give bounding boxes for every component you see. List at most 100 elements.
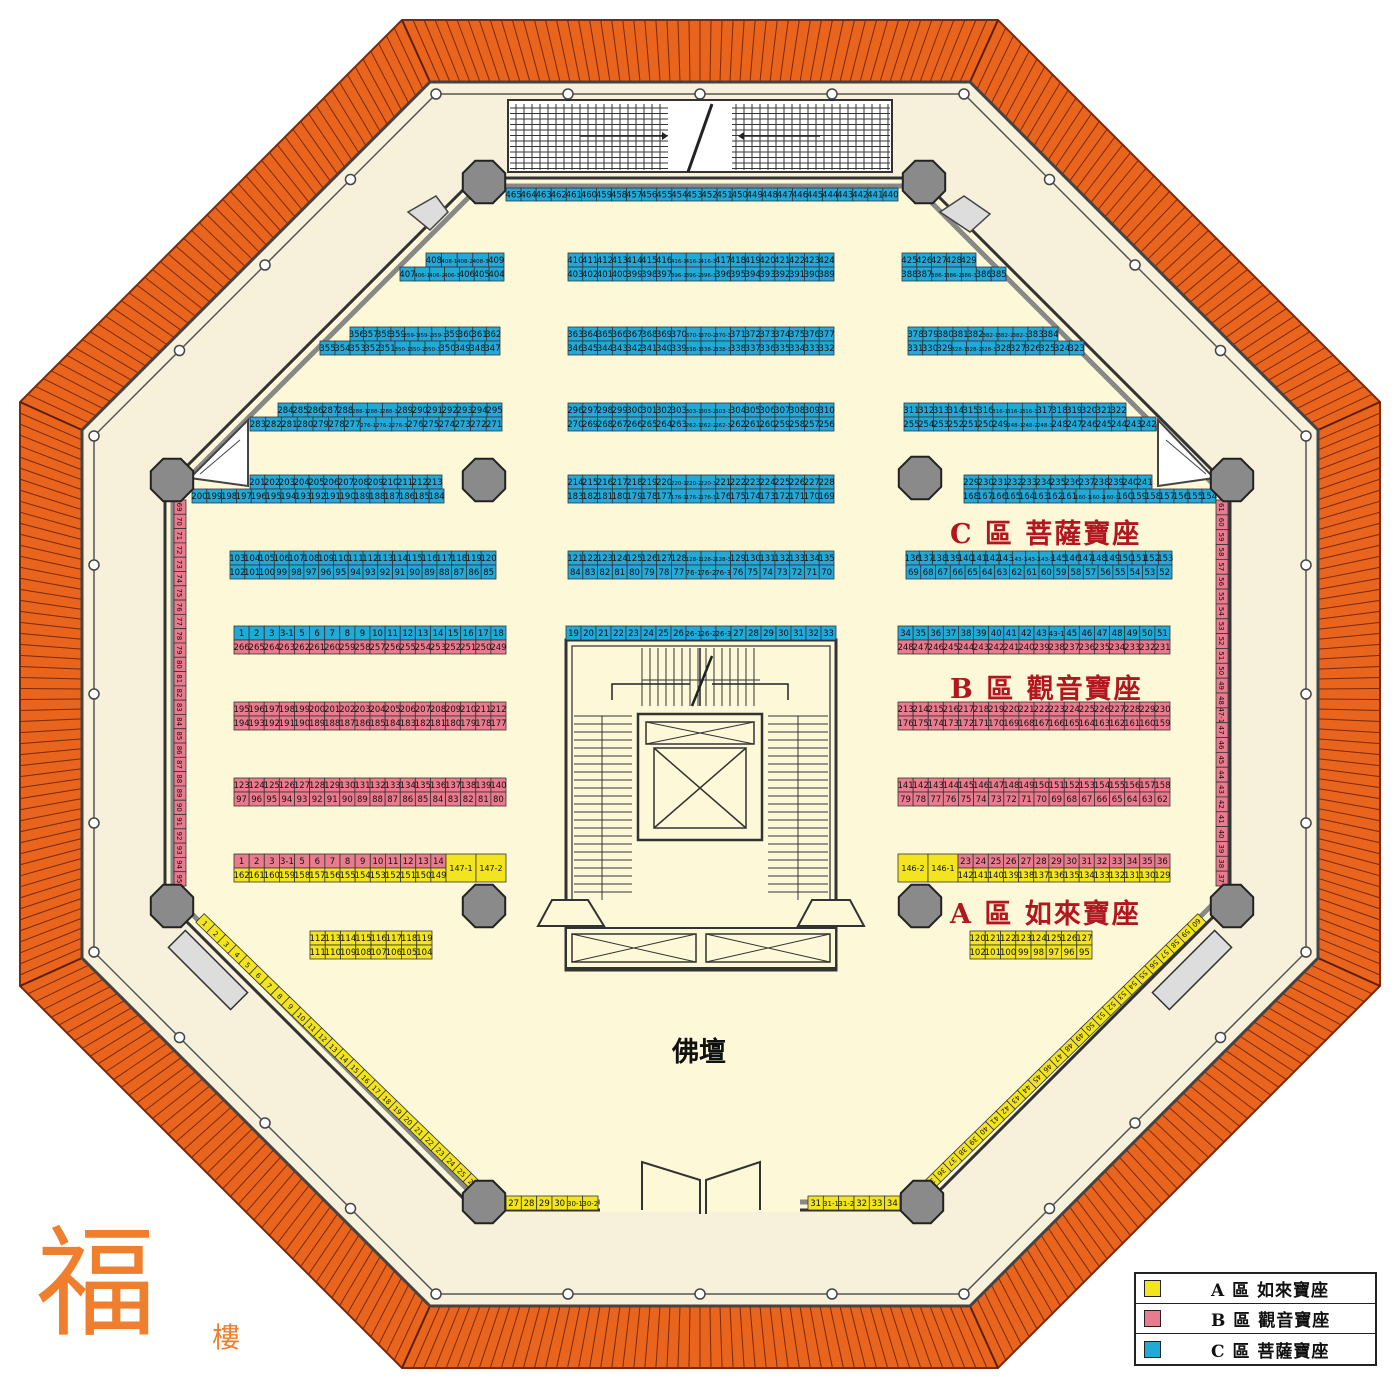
seat[interactable] bbox=[882, 187, 899, 202]
seat-label: 82 bbox=[463, 795, 474, 805]
seat-label: 25 bbox=[658, 629, 669, 639]
seat-label: 402 bbox=[582, 270, 598, 280]
seat[interactable] bbox=[990, 266, 1007, 282]
seat-label: 75 bbox=[175, 588, 183, 597]
seat-label: 422 bbox=[789, 256, 805, 266]
seat-label: 265 bbox=[641, 420, 657, 430]
seat-label: 129 bbox=[324, 781, 340, 791]
seat-label: 176-1 bbox=[671, 495, 687, 501]
seat-label: 252 bbox=[948, 420, 964, 430]
seat-label: 146 bbox=[973, 781, 989, 791]
seat-label: 37 bbox=[1217, 874, 1225, 883]
seat-label: 201 bbox=[324, 705, 340, 715]
north-stairs bbox=[507, 99, 893, 173]
seat[interactable] bbox=[818, 416, 835, 432]
seat-label: 161 bbox=[1124, 719, 1140, 729]
seat-label: 125 bbox=[1046, 934, 1062, 944]
seat-label: 461 bbox=[566, 191, 582, 201]
seat-label: 424 bbox=[818, 256, 834, 266]
seat-label: 68 bbox=[923, 568, 934, 578]
seat-label: 76-1 bbox=[686, 569, 702, 577]
legend-label-c: C 區 菩薩寶座 bbox=[1211, 1341, 1330, 1362]
seat-label: 377 bbox=[818, 330, 834, 340]
seat-label: 23 bbox=[960, 857, 971, 867]
seat-label: 406-2 bbox=[429, 273, 445, 279]
seat[interactable] bbox=[1068, 340, 1085, 356]
seat-label: 386-3 bbox=[961, 273, 977, 279]
seat-label: 165 bbox=[1064, 719, 1080, 729]
seat-label: 30-1 bbox=[567, 1200, 583, 1208]
seat[interactable] bbox=[488, 266, 505, 282]
seat-label: 184 bbox=[385, 719, 401, 729]
seat-label: 120 bbox=[970, 934, 986, 944]
seat-label: 35 bbox=[1142, 857, 1153, 867]
seat-label: 196 bbox=[251, 492, 267, 502]
seat-label: 364 bbox=[582, 330, 598, 340]
seat[interactable] bbox=[484, 340, 501, 356]
seat-label: 214 bbox=[913, 705, 929, 715]
seat-label: 70 bbox=[175, 517, 183, 526]
seat-label: 208 bbox=[353, 478, 369, 488]
seat-label: 169 bbox=[1003, 719, 1019, 729]
seat-label: 362 bbox=[485, 330, 501, 340]
seat-label: 250 bbox=[475, 643, 491, 653]
seat-label: 15 bbox=[448, 629, 459, 639]
seat-label: 72 bbox=[1006, 795, 1017, 805]
seat-block-c: 356357358359359-1359-2359-33593603613623… bbox=[319, 326, 501, 356]
seat-label: 47 bbox=[1217, 726, 1225, 735]
seat-label: 192 bbox=[264, 719, 280, 729]
seat-label: 89 bbox=[424, 568, 435, 578]
seat-block-c: 410411412413414415416416-1416-2416-34174… bbox=[567, 252, 835, 282]
seat-label: 3-1 bbox=[280, 629, 294, 639]
seat-label: 379 bbox=[922, 330, 938, 340]
seat-label: 145 bbox=[958, 781, 974, 791]
seat-label: 2 bbox=[254, 629, 259, 639]
seat-label: 85 bbox=[483, 568, 494, 578]
seat-label: 138 bbox=[460, 781, 476, 791]
seat-label: 258 bbox=[354, 643, 370, 653]
seat-label: 368 bbox=[641, 330, 657, 340]
seat-label: 76-2 bbox=[700, 569, 716, 577]
seat-label: 135 bbox=[1063, 871, 1079, 881]
seat[interactable] bbox=[1140, 416, 1157, 432]
seat-label: 154 bbox=[355, 871, 371, 881]
seat-label: 293 bbox=[457, 406, 473, 416]
seat-label: 363 bbox=[567, 330, 583, 340]
seat-label: 78 bbox=[175, 631, 183, 640]
seat-label: 345 bbox=[582, 344, 598, 354]
seat-label: 427 bbox=[931, 256, 947, 266]
seat-label: 77 bbox=[673, 568, 684, 578]
seat-label: 251 bbox=[963, 420, 979, 430]
seat-label: 63 bbox=[997, 568, 1008, 578]
seat-label: 290 bbox=[412, 406, 428, 416]
seat-label: 87 bbox=[454, 568, 465, 578]
seat-label: 91 bbox=[175, 817, 183, 826]
seat-label: 297 bbox=[582, 406, 598, 416]
seat-label: 11 bbox=[387, 629, 398, 639]
seat-label: 143 bbox=[928, 781, 944, 791]
seat-label: 62 bbox=[1011, 568, 1022, 578]
seat-label: 423 bbox=[804, 256, 820, 266]
seat-label: 304 bbox=[730, 406, 746, 416]
seat-label: 211 bbox=[397, 478, 413, 488]
seat-label: 46 bbox=[1081, 629, 1092, 639]
seat-label: 157 bbox=[1139, 781, 1155, 791]
seat-label: 396-2 bbox=[686, 273, 702, 279]
seat-label: 31 bbox=[810, 1199, 821, 1209]
seat-label: 179 bbox=[460, 719, 476, 729]
seat-label: 189 bbox=[309, 719, 325, 729]
seat[interactable] bbox=[818, 266, 835, 282]
seat-label: 167 bbox=[1033, 719, 1049, 729]
seat-label: 465 bbox=[505, 191, 521, 201]
seat-label: 158 bbox=[1154, 781, 1170, 791]
seat-label: 153 bbox=[1079, 781, 1095, 791]
seat-label: 74 bbox=[175, 574, 183, 583]
seat[interactable] bbox=[485, 416, 503, 432]
seat-label: 216 bbox=[943, 705, 959, 715]
seat-label: 6 bbox=[314, 629, 319, 639]
seat[interactable] bbox=[818, 340, 835, 356]
seat-label: 341 bbox=[641, 344, 657, 354]
seat-label: 355 bbox=[319, 344, 335, 354]
